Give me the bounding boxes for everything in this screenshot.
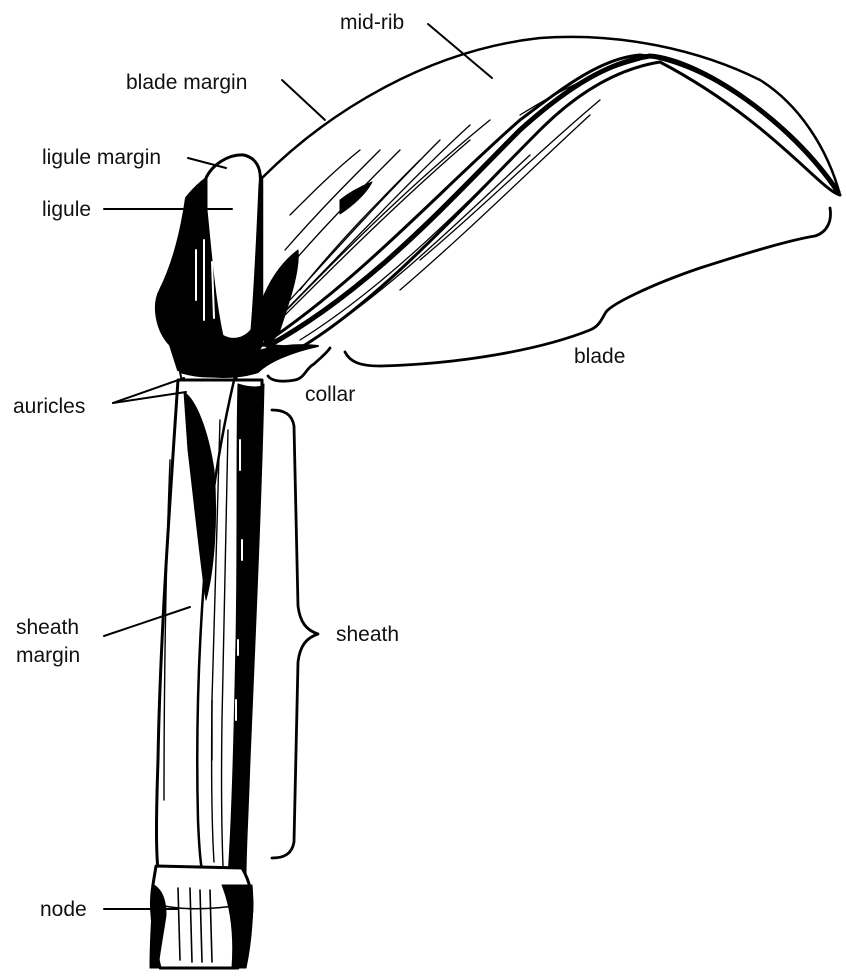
label-auricles: auricles: [13, 395, 85, 418]
node-illustration: [150, 866, 253, 968]
label-blade-margin: blade margin: [126, 71, 247, 94]
auricles-leader-lower: [113, 392, 186, 403]
label-node: node: [40, 898, 87, 921]
label-collar: collar: [305, 383, 355, 406]
blade-margin-leader: [282, 80, 325, 120]
sheath-stem-illustration: [157, 372, 265, 876]
label-ligule: ligule: [42, 198, 91, 221]
label-blade: blade: [574, 345, 625, 368]
label-ligule-margin: ligule margin: [42, 146, 161, 169]
label-sheath-margin-line1: sheath: [16, 616, 79, 639]
sheath-bracket: [272, 410, 318, 858]
leaf-blade-illustration: [262, 37, 840, 348]
label-mid-rib: mid-rib: [340, 11, 404, 34]
auricles-leader-upper: [113, 378, 184, 403]
label-sheath-margin-line2: margin: [16, 644, 80, 667]
label-sheath: sheath: [336, 623, 399, 646]
